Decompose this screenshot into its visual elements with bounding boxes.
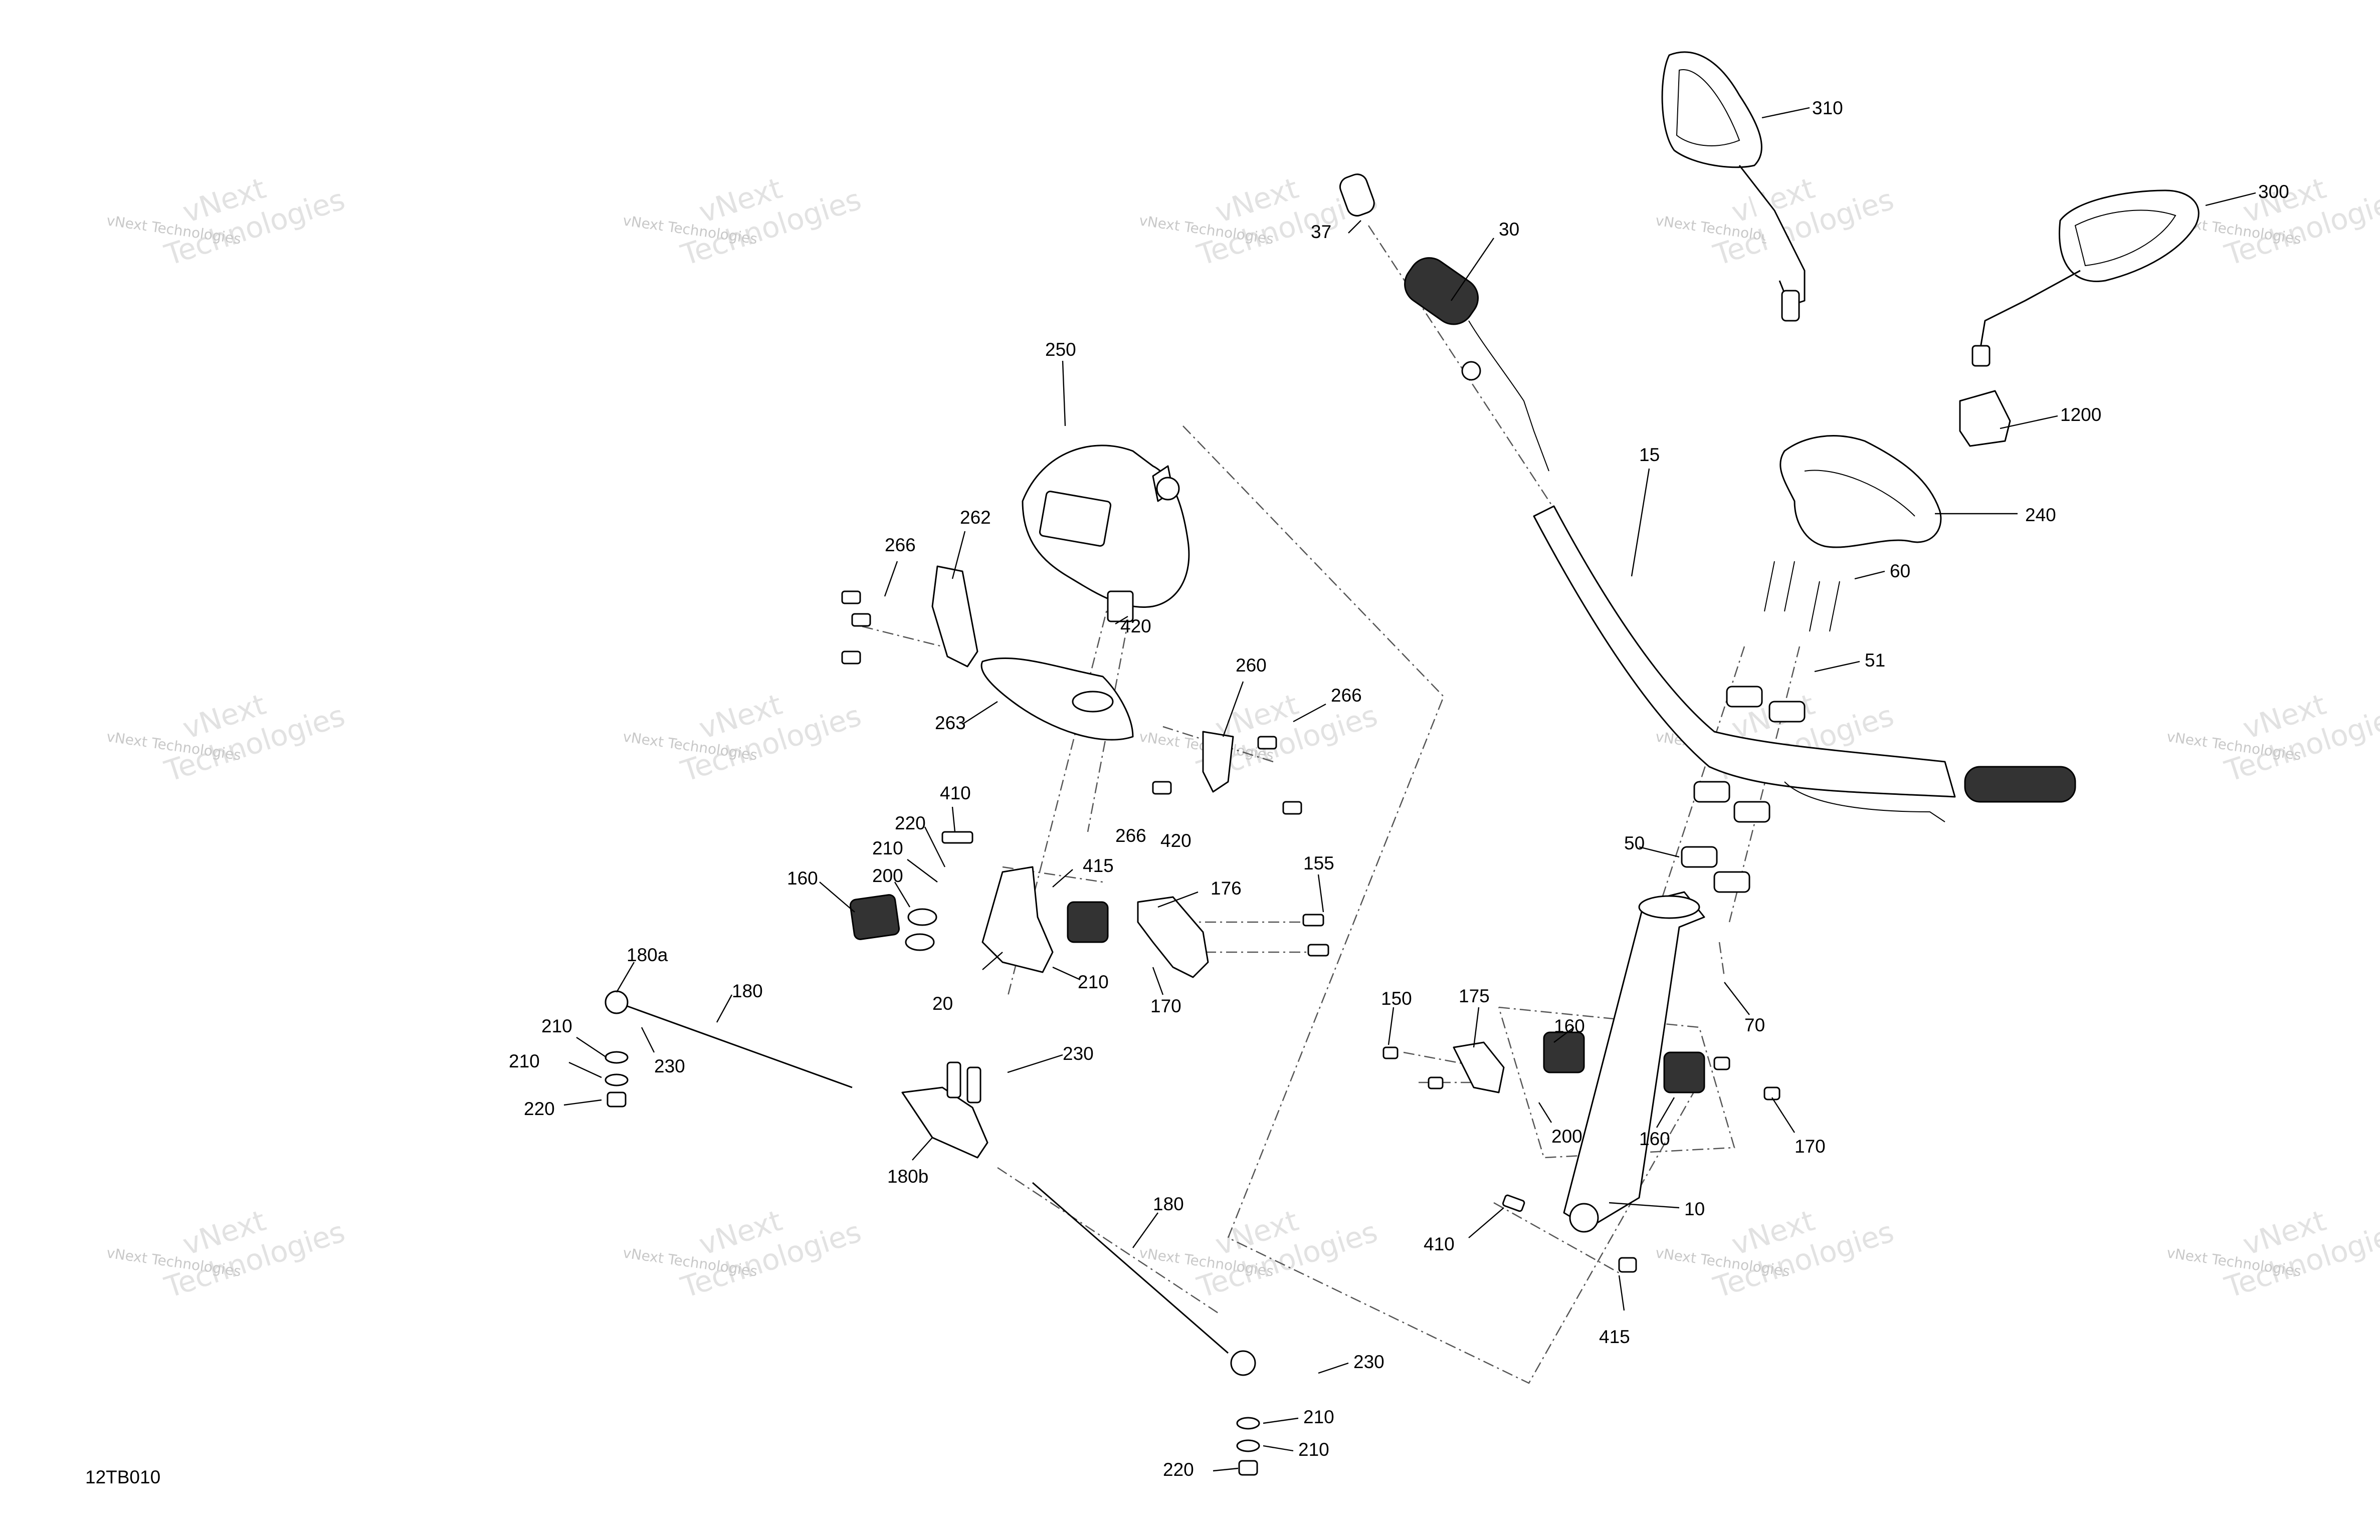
- bushing-160-left: [849, 894, 900, 940]
- callout-50: 50: [1624, 833, 1645, 853]
- callout-230-left: 230: [654, 1056, 685, 1076]
- clamp-bolts-60: [1764, 561, 1840, 632]
- handlebar: [1533, 505, 2076, 822]
- throttle-housing-37: [1339, 173, 1375, 217]
- orings-200: [905, 908, 937, 951]
- callout-60: 60: [1890, 561, 1910, 581]
- mirror-right: [1971, 189, 2200, 367]
- washers-and-nuts: [605, 1051, 1780, 1476]
- callout-160-right-lower: 160: [1639, 1129, 1670, 1149]
- callout-175: 175: [1459, 986, 1490, 1006]
- callout-51: 51: [1865, 650, 1885, 671]
- callout-180-lower: 180: [1153, 1194, 1184, 1214]
- callout-220-lower: 220: [1163, 1459, 1194, 1480]
- tie-rod-lower: [1032, 1182, 1256, 1376]
- callout-180-upper: 180: [732, 981, 763, 1001]
- steering-column: [1563, 891, 1705, 1233]
- callout-150: 150: [1381, 988, 1412, 1009]
- bracket-262: [931, 565, 978, 668]
- callout-180a: 180a: [627, 945, 668, 965]
- bracket-1200: [1959, 390, 2011, 447]
- callout-230: 230: [1063, 1043, 1094, 1064]
- callout-310: 310: [1812, 98, 1843, 118]
- handlebar-cover: [1779, 435, 1942, 548]
- power-steering-unit: [1022, 445, 1190, 622]
- callout-170-right: 170: [1795, 1136, 1826, 1157]
- callout-15: 15: [1639, 445, 1660, 465]
- callout-155: 155: [1303, 853, 1334, 873]
- tie-rod-upper: [605, 990, 853, 1088]
- callout-240: 240: [2025, 505, 2056, 525]
- callout-420-lower: 420: [1160, 830, 1192, 851]
- callout-260: 260: [1236, 655, 1267, 676]
- callout-262: 262: [960, 507, 991, 528]
- callout-210-lower-1: 210: [1303, 1407, 1334, 1427]
- callout-1200: 1200: [2060, 404, 2101, 425]
- callout-160: 160: [787, 868, 818, 889]
- leader-lines: [563, 107, 2256, 1472]
- bushing-160-mid: [1067, 901, 1109, 943]
- callout-170: 170: [1150, 996, 1181, 1016]
- bolts: [841, 590, 1525, 1212]
- center-link-180b: [901, 1061, 988, 1159]
- mirror-left: [1661, 51, 1806, 322]
- bushing-160-right: [1543, 1031, 1705, 1093]
- callout-220-left: 220: [524, 1098, 555, 1119]
- callout-30: 30: [1499, 219, 1519, 240]
- callout-250: 250: [1045, 339, 1076, 360]
- callout-10: 10: [1684, 1199, 1705, 1219]
- bracket-176: [1137, 896, 1209, 978]
- callout-415: 415: [1083, 855, 1114, 876]
- callout-160-right: 160: [1554, 1016, 1585, 1036]
- callout-220: 220: [895, 813, 926, 833]
- callout-labels: 310 300 37 30 1200 250 15 240 266 262 60…: [509, 98, 2289, 1480]
- callout-266: 266: [885, 535, 916, 555]
- callout-266-lower: 266: [1115, 825, 1146, 846]
- callout-70: 70: [1744, 1015, 1765, 1035]
- callout-300: 300: [2258, 181, 2289, 202]
- callout-210: 210: [872, 838, 903, 858]
- callout-20: 20: [932, 993, 953, 1014]
- bracket-263: [980, 657, 1134, 741]
- callout-37: 37: [1311, 222, 1331, 242]
- drawing-reference: 12TB010: [85, 1467, 160, 1487]
- callout-210-mid: 210: [1078, 972, 1109, 992]
- callout-210-upper-left: 210: [541, 1016, 572, 1036]
- callout-420: 420: [1120, 616, 1151, 636]
- callout-180b: 180b: [887, 1166, 928, 1187]
- callout-176: 176: [1211, 878, 1242, 899]
- callout-263: 263: [935, 713, 966, 733]
- handlebar-clamps: [1681, 686, 1806, 893]
- assembly-envelope-lines: [862, 225, 1801, 1384]
- callout-410: 410: [940, 783, 971, 803]
- callout-266-right: 266: [1331, 685, 1362, 706]
- callout-415-right: 415: [1599, 1327, 1630, 1347]
- steering-arm-20: [981, 866, 1054, 973]
- bracket-175: [1453, 1041, 1505, 1093]
- callout-200-right: 200: [1551, 1126, 1582, 1147]
- throttle-grip: [1404, 257, 1549, 472]
- callout-230-lower: 230: [1353, 1352, 1384, 1372]
- callout-210-lower-2: 210: [1298, 1439, 1329, 1460]
- callout-200: 200: [872, 865, 903, 886]
- callout-210-left: 210: [509, 1051, 540, 1071]
- callout-410-right: 410: [1424, 1234, 1455, 1254]
- bracket-260: [1202, 731, 1234, 793]
